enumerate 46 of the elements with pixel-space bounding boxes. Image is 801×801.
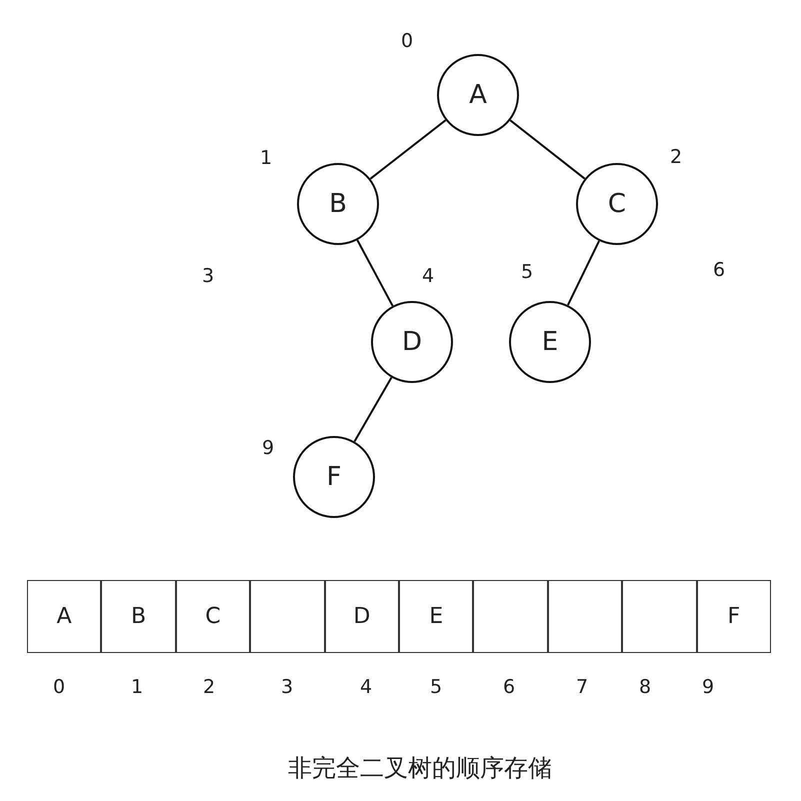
array-index: 3 xyxy=(280,676,294,698)
array-index: 8 xyxy=(638,676,652,698)
tree-position-index: 5 xyxy=(520,261,534,283)
node-letter: F xyxy=(326,462,342,492)
tree-position-index: 0 xyxy=(400,30,414,52)
node-letter: A xyxy=(469,80,487,110)
node-letter: E xyxy=(542,327,558,357)
tree-edge xyxy=(370,119,446,180)
tree-edge xyxy=(510,120,586,180)
tree-position-index: 9 xyxy=(262,437,274,459)
tree-edge xyxy=(354,377,392,442)
array-index: 0 xyxy=(52,676,66,698)
tree-position-index: 6 xyxy=(712,259,726,281)
array-cell xyxy=(250,580,325,653)
array-index: 2 xyxy=(202,676,216,698)
node-letter: D xyxy=(353,604,370,629)
array-cell xyxy=(622,580,697,653)
array-cell xyxy=(399,580,474,653)
array-cell xyxy=(473,580,548,653)
array-index: 9 xyxy=(702,676,714,698)
node-letter: C xyxy=(608,189,626,219)
node-letter: D xyxy=(402,327,422,357)
array-index: 6 xyxy=(502,676,516,698)
tree-edge xyxy=(567,240,600,306)
array-index: 5 xyxy=(430,676,442,698)
array-index: 1 xyxy=(130,676,144,698)
array-index: 4 xyxy=(360,676,372,698)
node-letter: C xyxy=(205,604,221,629)
node-letter: A xyxy=(56,604,72,629)
caption: 非完全二叉树的顺序存储 xyxy=(288,753,552,784)
tree-position-index: 2 xyxy=(670,146,682,168)
node-letter: B xyxy=(329,189,347,219)
tree-position-index: 1 xyxy=(260,147,272,169)
node-letter: F xyxy=(727,604,740,629)
tree-position-index: 3 xyxy=(202,265,214,287)
array-index: 7 xyxy=(576,676,588,698)
array-cell xyxy=(324,580,399,653)
node-letter: E xyxy=(429,604,444,629)
array-cell xyxy=(548,580,622,653)
array-cell xyxy=(27,580,102,653)
node-letter: B xyxy=(131,604,146,629)
array-cell xyxy=(176,580,250,653)
tree-edge xyxy=(356,240,394,306)
array-cell xyxy=(696,580,771,653)
array-cell xyxy=(101,580,176,653)
tree-position-index: 4 xyxy=(422,265,434,287)
